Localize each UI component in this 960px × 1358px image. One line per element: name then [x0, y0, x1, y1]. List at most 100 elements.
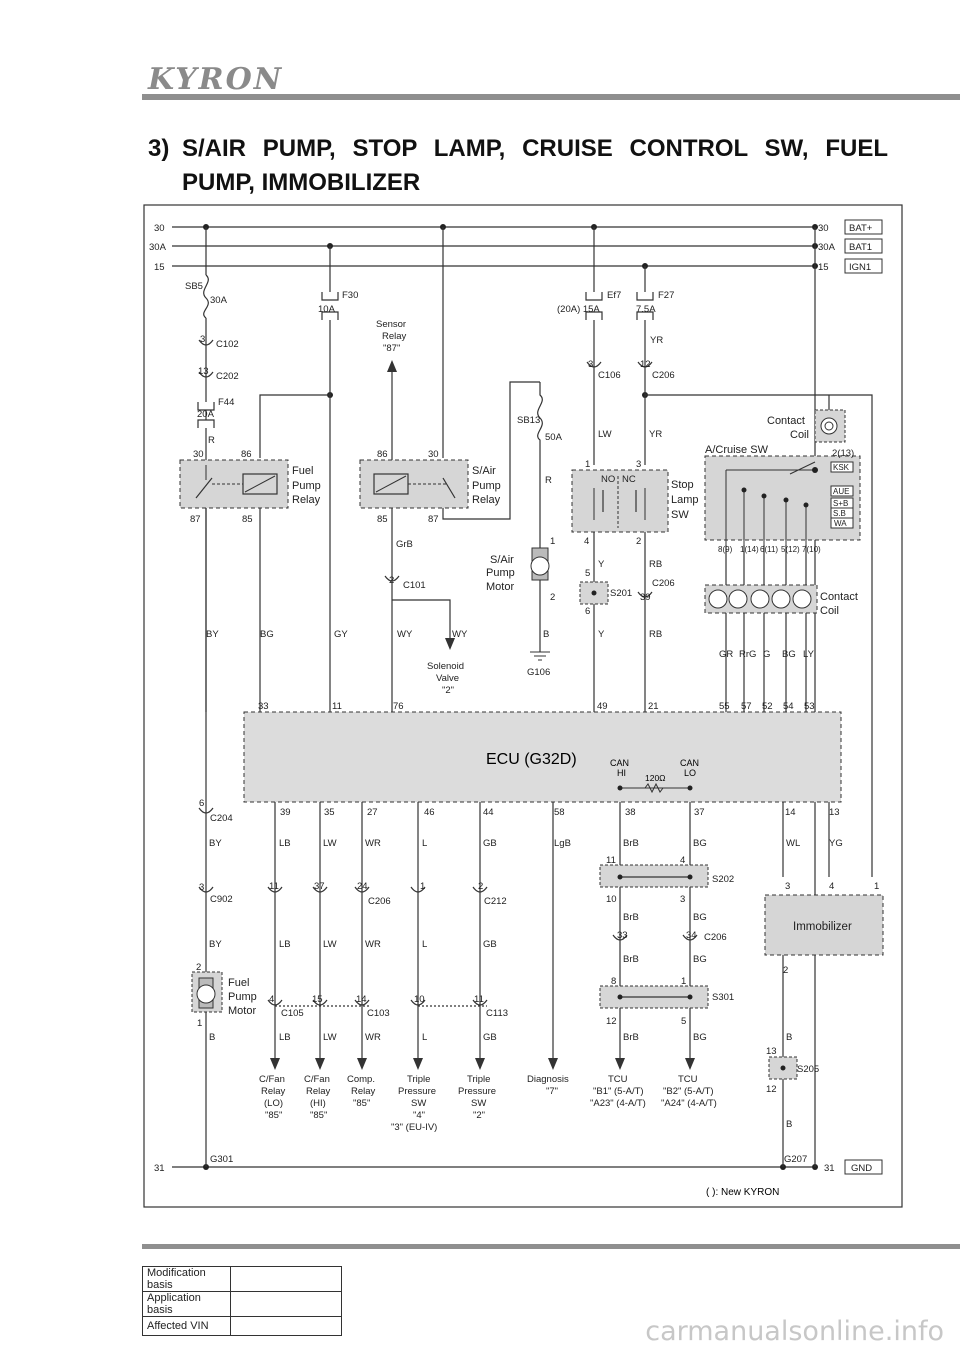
diagram-label-t1d: "85"	[265, 1110, 282, 1121]
diagram-label-fpmC: Motor	[228, 1005, 256, 1017]
diagram-label-t1a: C/Fan	[259, 1074, 285, 1085]
diagram-label-e39: 39	[280, 807, 291, 818]
diagram-label-t5b: Pressure	[458, 1086, 496, 1097]
footer-rule	[142, 1244, 960, 1249]
diagram-label-e37: 37	[694, 807, 705, 818]
diagram-label-e44: 44	[483, 807, 494, 818]
diagram-label-aue: AUE	[833, 487, 849, 496]
diagram-label-f_bg: BG	[693, 1032, 707, 1043]
diagram-label-c102: C102	[216, 339, 239, 350]
diagram-label-cp5: 7(10)	[802, 545, 821, 554]
ground-g207: G207	[784, 1154, 807, 1165]
diagram-label-ef7a: (20A) 15A	[557, 304, 600, 315]
footnote: ( ): New KYRON	[706, 1187, 779, 1198]
diagram-label-c113b: 11	[474, 994, 484, 1005]
diagram-label-sls2: Lamp	[671, 494, 699, 506]
diagram-label-cc2: Coil	[790, 429, 809, 441]
diagram-label-w_rrg: RrG	[739, 649, 756, 660]
diagram-label-y1: Y	[598, 559, 605, 570]
diagram-label-cc3: Contact	[820, 591, 858, 603]
rail-15-right: 15	[818, 262, 829, 273]
diagram-label-t2a: C/Fan	[304, 1074, 330, 1085]
diagram-label-sr1: Sensor	[376, 319, 406, 330]
header-rule	[142, 94, 960, 100]
diagram-label-f30a: 10A	[318, 304, 336, 315]
diagram-label-b_wl: WL	[786, 838, 800, 849]
title-text: S/AIR PUMP, STOP LAMP, CRUISE CONTROL SW…	[182, 135, 888, 196]
diagram-label-c202n: 13	[198, 366, 209, 377]
diagram-label-c212: C212	[484, 896, 507, 907]
diagram-label-t7a: TCU	[608, 1074, 628, 1085]
ground-symbol-g106	[530, 651, 550, 661]
diagram-label-w_wy2: WY	[452, 629, 468, 640]
can-lo-label: CAN	[680, 758, 699, 768]
diagram-label-w_bg: BG	[260, 629, 274, 640]
diagram-label-sl1n: 1	[585, 459, 590, 470]
ground-g301: G301	[210, 1154, 233, 1165]
diagram-label-b_l: L	[422, 838, 427, 849]
diagram-label-sr3: "87"	[383, 343, 400, 354]
diagram-label-b_lgb: LgB	[554, 838, 571, 849]
diagram-label-e38: 38	[625, 807, 636, 818]
diagram-label-im3: 3	[785, 881, 790, 892]
rail-30-right: 30	[818, 223, 829, 234]
watermark: carmanualsonline.info	[645, 1316, 944, 1347]
tag-bat1: BAT1	[849, 242, 872, 253]
diagram-label-c106: C106	[598, 370, 621, 381]
diagram-label-b_by: BY	[209, 838, 222, 849]
diagram-label-t2b: Relay	[306, 1086, 331, 1097]
diagram-label-sv3: "2"	[442, 685, 454, 696]
diagram-label-fp87: 87	[190, 514, 201, 525]
diagram-label-t2c: (HI)	[310, 1098, 326, 1109]
fuses	[197, 292, 654, 428]
diagram-label-s201: S201	[610, 588, 632, 599]
diagram-label-t8a: TCU	[678, 1074, 698, 1085]
diagram-label-s202b: 4	[680, 855, 685, 866]
diagram-label-f_l: L	[422, 1032, 427, 1043]
diagram-label-spm3: Motor	[486, 581, 514, 593]
diagram-label-sr2: Relay	[382, 331, 407, 342]
diagram-label-e55: 55	[719, 701, 730, 712]
fuel-pump-relay	[179, 459, 289, 509]
diagram-label-sb13a: 50A	[545, 432, 563, 443]
diagram-label-f_brb: BrB	[623, 1032, 639, 1043]
diagram-label-t3b: Relay	[351, 1086, 376, 1097]
diagram-label-c103b: 14	[356, 994, 367, 1005]
rail-tags	[844, 219, 883, 1175]
diagram-label-s201t: 5	[585, 568, 590, 579]
kyron-logo: KYRON	[148, 62, 284, 97]
diagram-label-c113a: 10	[414, 994, 425, 1005]
diagram-label-fp85: 85	[242, 514, 253, 525]
immobilizer-box	[764, 894, 884, 956]
diagram-label-s301d: 5	[681, 1016, 686, 1027]
tag-ign1: IGN1	[849, 262, 871, 273]
diagram-label-w_bg2: BG	[782, 649, 796, 660]
diagram-label-s301a: 8	[611, 976, 616, 987]
diagram-label-fpr3: Relay	[292, 494, 321, 506]
row-label: Modification basis	[142, 1266, 231, 1292]
diagram-label-b_gb: GB	[483, 838, 497, 849]
diagram-label-e54: 54	[783, 701, 794, 712]
diagram-label-c102n: 3	[200, 334, 205, 345]
diagram-label-e46: 46	[424, 807, 435, 818]
diagram-label-sls3: SW	[671, 509, 689, 521]
diagram-label-b_lb: LB	[279, 838, 291, 849]
diagram-label-r2: R	[545, 475, 552, 486]
diagram-label-e57: 57	[741, 701, 752, 712]
diagram-label-t3c: "85"	[353, 1098, 370, 1109]
rail-30a-left: 30A	[149, 242, 167, 253]
diagram-label-d_bg: BG	[693, 912, 707, 923]
row-value	[230, 1266, 342, 1292]
diagram-label-d_brb: BrB	[623, 912, 639, 923]
diagram-label-spm2: Pump	[486, 567, 515, 579]
diagram-label-e13: 13	[829, 807, 840, 818]
diagram-label-s301c: 12	[606, 1016, 617, 1027]
diagram-label-sl3n: 3	[636, 459, 641, 470]
diagram-label-e27: 27	[367, 807, 378, 818]
diagram-label-s205b: 12	[766, 1084, 777, 1095]
diagram-label-t4b: Pressure	[398, 1086, 436, 1097]
diagram-label-c105: C105	[281, 1008, 304, 1019]
diagram-label-sar3: Relay	[472, 494, 501, 506]
fuel-pump-motor	[191, 971, 223, 1013]
diagram-label-c204n: 6	[199, 798, 204, 809]
